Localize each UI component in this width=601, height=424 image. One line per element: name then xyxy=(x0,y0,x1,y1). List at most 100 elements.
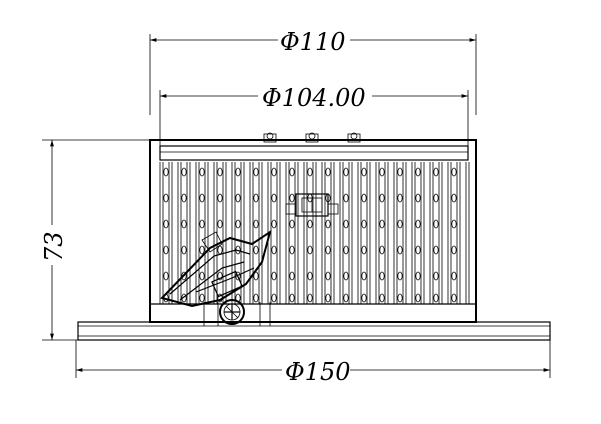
vent-hole xyxy=(271,167,277,177)
vent-hole xyxy=(235,193,241,203)
vent-hole xyxy=(361,167,367,177)
vent-hole xyxy=(361,219,367,229)
vent-hole xyxy=(415,219,421,229)
vent-hole xyxy=(307,271,313,281)
vent-hole xyxy=(397,245,403,255)
vent-hole xyxy=(451,167,457,177)
vent-hole xyxy=(307,245,313,255)
vent-hole xyxy=(181,167,187,177)
dimension-label-top-outer: Φ110 xyxy=(280,28,345,56)
vent-hole xyxy=(343,293,349,303)
vent-hole xyxy=(379,219,385,229)
vent-hole xyxy=(397,167,403,177)
vent-hole xyxy=(433,219,439,229)
vent-hole xyxy=(379,193,385,203)
dimension-inner: Φ104.00 xyxy=(159,84,469,148)
vent-hole xyxy=(433,245,439,255)
vent-hole xyxy=(217,219,223,229)
vent-hole xyxy=(199,245,205,255)
vent-hole xyxy=(397,293,403,303)
vent-hole xyxy=(181,193,187,203)
vent-hole xyxy=(379,245,385,255)
vent-hole xyxy=(451,271,457,281)
vent-hole xyxy=(217,271,223,281)
dimension-label-inner: Φ104.00 xyxy=(262,84,366,112)
vent-hole xyxy=(217,245,223,255)
cooling-fins xyxy=(159,162,470,304)
vent-hole xyxy=(289,245,295,255)
dimension-flange: Φ150 xyxy=(75,340,551,386)
vent-hole xyxy=(451,293,457,303)
vent-hole xyxy=(379,271,385,281)
vent-hole xyxy=(253,293,259,303)
vent-hole xyxy=(325,245,331,255)
vent-hole xyxy=(271,293,277,303)
vent-hole xyxy=(397,193,403,203)
vent-hole xyxy=(199,293,205,303)
vent-hole xyxy=(343,245,349,255)
vent-hole xyxy=(271,219,277,229)
vent-hole xyxy=(397,271,403,281)
heat-sink-body xyxy=(149,132,477,323)
vent-hole xyxy=(379,167,385,177)
vent-hole xyxy=(307,167,313,177)
vent-hole xyxy=(307,219,313,229)
vent-hole xyxy=(163,245,169,255)
vent-hole xyxy=(379,293,385,303)
vent-hole xyxy=(433,193,439,203)
vent-hole xyxy=(361,293,367,303)
vent-hole xyxy=(397,219,403,229)
vent-hole xyxy=(343,219,349,229)
vent-hole xyxy=(181,219,187,229)
dimension-top-outer: Φ110 xyxy=(149,28,477,115)
vent-hole xyxy=(163,219,169,229)
vent-hole xyxy=(325,293,331,303)
terminal-block xyxy=(285,193,339,217)
vent-hole xyxy=(325,271,331,281)
vent-hole xyxy=(271,245,277,255)
vent-hole xyxy=(199,193,205,203)
vent-hole xyxy=(433,271,439,281)
vent-hole xyxy=(415,271,421,281)
vent-hole xyxy=(163,193,169,203)
vent-hole xyxy=(289,167,295,177)
vent-hole xyxy=(415,167,421,177)
vent-hole xyxy=(361,193,367,203)
vent-hole xyxy=(325,219,331,229)
vent-hole xyxy=(163,167,169,177)
vent-hole xyxy=(199,219,205,229)
vent-hole xyxy=(289,271,295,281)
spring-clip xyxy=(160,229,272,308)
vent-hole xyxy=(181,245,187,255)
vent-hole xyxy=(253,271,259,281)
vent-hole xyxy=(289,193,295,203)
vent-hole xyxy=(361,245,367,255)
vent-hole xyxy=(289,293,295,303)
vent-hole xyxy=(271,193,277,203)
vent-hole xyxy=(235,219,241,229)
vent-hole xyxy=(253,167,259,177)
dimension-height: 73 xyxy=(40,139,160,341)
vent-hole xyxy=(433,293,439,303)
vent-hole xyxy=(271,271,277,281)
vent-hole xyxy=(199,271,205,281)
vent-hole xyxy=(343,167,349,177)
vent-hole xyxy=(163,271,169,281)
vent-hole xyxy=(217,193,223,203)
vent-hole xyxy=(415,293,421,303)
vent-hole xyxy=(451,245,457,255)
vent-hole xyxy=(253,193,259,203)
vent-hole xyxy=(307,293,313,303)
vent-hole xyxy=(253,219,259,229)
vent-hole xyxy=(343,193,349,203)
vent-hole xyxy=(289,219,295,229)
dimension-label-flange: Φ150 xyxy=(285,358,350,386)
vent-hole xyxy=(325,167,331,177)
screw xyxy=(203,299,271,326)
vent-hole xyxy=(415,245,421,255)
vent-hole xyxy=(343,271,349,281)
vent-hole xyxy=(253,245,259,255)
vent-hole xyxy=(451,193,457,203)
vent-hole xyxy=(433,167,439,177)
